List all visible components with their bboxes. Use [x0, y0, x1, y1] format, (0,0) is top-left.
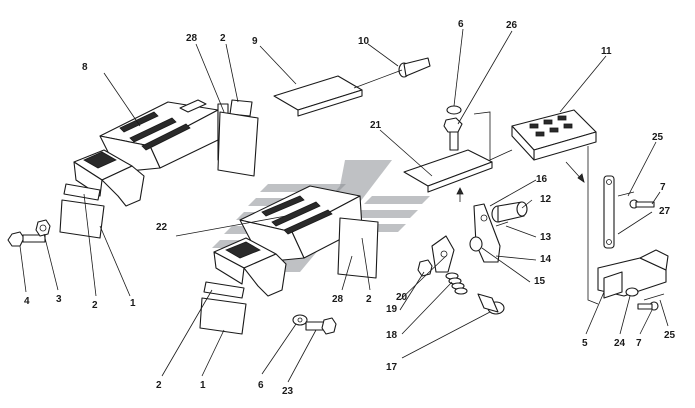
- callout-23: 23: [282, 386, 294, 397]
- callout-14: 14: [540, 254, 552, 265]
- callout-16: 16: [536, 174, 548, 185]
- callout-22: 22: [156, 222, 168, 233]
- pin-7-bottom: [637, 301, 659, 311]
- bushing-12: [491, 201, 528, 223]
- mudguard-28-top: [217, 111, 259, 177]
- cam-plate-20: [431, 235, 455, 273]
- callout-2: 2: [92, 300, 98, 311]
- callout-1: 1: [200, 380, 206, 391]
- callout-17: 17: [386, 362, 398, 373]
- callout-3: 3: [56, 294, 62, 305]
- step-plate-9-edge: [297, 89, 363, 117]
- callout-7: 7: [636, 338, 642, 349]
- callout-19: 19: [386, 304, 398, 315]
- callout-26: 26: [506, 20, 518, 31]
- leader-lines: [19, 28, 669, 383]
- callout-21: 21: [370, 120, 382, 131]
- callout-2: 2: [366, 294, 372, 305]
- bolt-23: [305, 317, 337, 335]
- washer-6-top: [446, 105, 462, 115]
- callout-25: 25: [664, 330, 676, 341]
- callout-18: 18: [386, 330, 398, 341]
- washer-6-bottom: [292, 314, 308, 326]
- callout-labels: 8 28 2 9 10 6 26 11 21 25 7 27 16 12 13 …: [24, 19, 676, 397]
- callout-12: 12: [540, 194, 552, 205]
- assembly-line-hinge: [587, 146, 599, 305]
- mudguard-28-bottom: [337, 217, 379, 279]
- callout-27: 27: [659, 206, 671, 217]
- spring-18: [445, 272, 468, 295]
- bolt-17: [477, 293, 505, 315]
- cotter-25-top: [617, 191, 635, 197]
- washer-15: [469, 236, 483, 252]
- washer-24: [625, 287, 639, 297]
- hinge-bracket-5: [597, 249, 669, 299]
- bolt-26: [443, 117, 463, 151]
- pin-10: [398, 57, 431, 78]
- callout-11: 11: [601, 46, 612, 57]
- mudguard-1-left: [59, 199, 105, 239]
- callout-2: 2: [156, 380, 162, 391]
- callout-10: 10: [358, 36, 370, 47]
- callout-4: 4: [24, 296, 30, 307]
- arrowhead-11: [577, 173, 585, 183]
- hinge-lever-27: [603, 175, 615, 249]
- callout-6: 6: [258, 380, 264, 391]
- arrowhead-21: [456, 187, 464, 195]
- callout-25: 25: [652, 132, 664, 143]
- nut-19: [417, 259, 433, 277]
- step-platform-11: [511, 109, 597, 161]
- callout-1: 1: [130, 298, 136, 309]
- callout-8: 8: [82, 62, 88, 73]
- pin-7-top: [629, 199, 655, 209]
- gasket-2-top: [229, 99, 253, 117]
- step-plate-21-edge: [427, 161, 493, 193]
- gasket-2-bottom: [203, 281, 245, 299]
- cotter-13: [495, 221, 509, 227]
- callout-24: 24: [614, 338, 626, 349]
- step-bracket-lower: [213, 185, 363, 297]
- callout-6: 6: [458, 19, 464, 30]
- gasket-2-left: [63, 183, 101, 201]
- callout-28: 28: [186, 33, 198, 44]
- callout-28: 28: [332, 294, 344, 305]
- cotter-25-bottom: [643, 293, 665, 301]
- callout-13: 13: [540, 232, 552, 243]
- callout-2: 2: [220, 33, 226, 44]
- callout-9: 9: [252, 36, 258, 47]
- mudguard-1-bottom: [199, 297, 247, 335]
- callout-15: 15: [534, 276, 546, 287]
- callout-20: 20: [396, 292, 408, 303]
- callout-5: 5: [582, 338, 588, 349]
- assembly-line-pin-10: [353, 69, 403, 89]
- callout-7: 7: [660, 182, 666, 193]
- assembly-line-11: [473, 111, 513, 161]
- nut-3: [35, 219, 51, 237]
